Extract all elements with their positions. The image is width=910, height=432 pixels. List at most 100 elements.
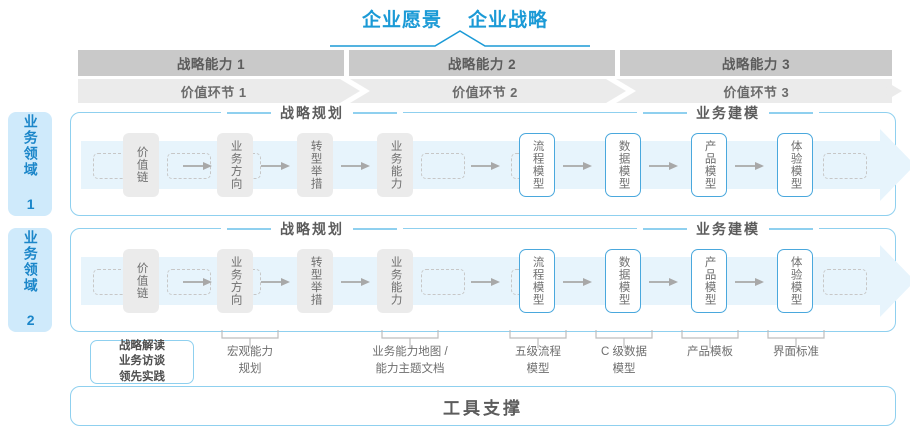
arrow-icon — [261, 162, 290, 170]
side-label-domain-2: 业务领域 2 — [8, 228, 52, 332]
step-label: 转型举措 — [309, 256, 322, 306]
placeholder-chip — [421, 153, 465, 179]
side-label-domain-1: 业务领域 1 — [8, 112, 52, 216]
step-label: 产品模型 — [703, 140, 716, 190]
step-label: 业务方向 — [229, 140, 242, 190]
step-box-business-direction-2: 业务方向 — [217, 249, 253, 313]
value-link-2: 价值环节 2 — [452, 84, 518, 100]
arrow-icon — [471, 162, 500, 170]
value-link-1: 价值环节 1 — [180, 84, 247, 100]
step-box-transformation-measure-2: 转型举措 — [297, 249, 333, 313]
step-box-data-model-2: 数据模型 — [605, 249, 641, 313]
arrow-icon — [735, 162, 764, 170]
step-box-value-chain-1: 价值链 — [123, 133, 159, 197]
tool-label-macro-capability: 宏观能力规划 — [227, 346, 273, 375]
tool-label-capability-map: 业务能力地图 /能力主题文档 — [372, 346, 448, 375]
step-box-data-model-1: 数据模型 — [605, 133, 641, 197]
tool-labels: 宏观能力规划 业务能力地图 /能力主题文档 五级流程模型 C 级数据模型 产品模… — [0, 344, 910, 388]
capability-cell-2: 战略能力 2 — [349, 50, 615, 76]
section-title-business-modeling-1: 业务建模 — [637, 103, 819, 123]
arrow-icon — [183, 278, 212, 286]
section-rule-left-icon — [643, 228, 687, 230]
step-label: 业务方向 — [229, 256, 242, 306]
section-title-business-modeling-2: 业务建模 — [637, 219, 819, 239]
top-titles: 企业愿景 企业战略 — [0, 4, 910, 32]
arrow-icon — [261, 278, 290, 286]
step-box-experience-model-2: 体验模型 — [777, 249, 813, 313]
section-rule-left-icon — [227, 228, 271, 230]
domain-row-1: 战略规划 业务建模 价值链 业务方向 转型举措 业务能力 — [70, 103, 910, 216]
section-title-strategy-planning-1: 战略规划 — [221, 103, 403, 123]
tool-support-title: 工具支撑 — [443, 398, 523, 418]
section-title-text: 战略规划 — [280, 221, 344, 237]
side-label-domain-2-text: 业务领域 2 — [22, 230, 39, 330]
step-box-business-capability-2: 业务能力 — [377, 249, 413, 313]
step-box-process-model-1: 流程模型 — [519, 133, 555, 197]
step-label: 体验模型 — [789, 140, 802, 190]
value-link-3: 价值环节 3 — [723, 84, 790, 100]
step-label: 体验模型 — [789, 256, 802, 306]
value-link-labels: 价值环节 1 价值环节 2 价值环节 3 — [78, 79, 892, 103]
tool-label-c-level-data: C 级数据模型 — [601, 346, 647, 375]
step-label: 产品模型 — [703, 256, 716, 306]
placeholder-chip — [823, 153, 867, 179]
capability-header-row: 战略能力 1 战略能力 2 战略能力 3 — [78, 50, 892, 76]
step-box-value-chain-2: 价值链 — [123, 249, 159, 313]
side-label-domain-1-text: 业务领域 1 — [22, 114, 39, 214]
peak-connector-icon — [330, 30, 590, 47]
step-box-process-model-2: 流程模型 — [519, 249, 555, 313]
capability-cell-3: 战略能力 3 — [620, 50, 892, 76]
section-rule-right-icon — [769, 112, 813, 114]
value-link-strip — [78, 79, 892, 103]
arrow-icon — [649, 278, 678, 286]
section-rule-left-icon — [643, 112, 687, 114]
arrow-icon — [341, 278, 370, 286]
flow-band-arrowhead-2 — [880, 245, 910, 317]
domain-row-2: 战略规划 业务建模 价值链 业务方向 转型举措 业务能力 — [70, 219, 910, 332]
value-link-row: 价值环节 1 价值环节 2 价值环节 3 — [78, 79, 910, 103]
flow-band-body-1 — [81, 141, 881, 189]
placeholder-chip — [421, 269, 465, 295]
step-box-transformation-measure-1: 转型举措 — [297, 133, 333, 197]
section-title-strategy-planning-2: 战略规划 — [221, 219, 403, 239]
capability-cell-1: 战略能力 1 — [78, 50, 344, 76]
step-label: 转型举措 — [309, 140, 322, 190]
step-label: 价值链 — [135, 262, 148, 300]
step-label: 数据模型 — [617, 256, 630, 306]
arrow-icon — [563, 162, 592, 170]
step-label: 价值链 — [135, 146, 148, 184]
step-box-experience-model-1: 体验模型 — [777, 133, 813, 197]
section-rule-left-icon — [227, 112, 271, 114]
step-box-business-direction-1: 业务方向 — [217, 133, 253, 197]
step-box-product-model-2: 产品模型 — [691, 249, 727, 313]
section-rule-right-icon — [769, 228, 813, 230]
section-title-text: 战略规划 — [280, 105, 344, 121]
section-title-text: 业务建模 — [696, 221, 760, 237]
title-enterprise-strategy: 企业战略 — [468, 9, 549, 31]
placeholder-chip — [823, 269, 867, 295]
section-rule-right-icon — [353, 228, 397, 230]
tool-box-strategy-interpretation: 战略解读业务访谈领先实践 — [90, 340, 194, 384]
title-enterprise-vision: 企业愿景 — [361, 9, 442, 31]
step-box-product-model-1: 产品模型 — [691, 133, 727, 197]
arrow-icon — [649, 162, 678, 170]
tool-label-product-template: 产品模板 — [687, 346, 733, 358]
flow-band-2 — [81, 245, 910, 317]
arrow-icon — [735, 278, 764, 286]
arrow-icon — [563, 278, 592, 286]
step-label: 业务能力 — [389, 256, 402, 306]
flow-band-body-2 — [81, 257, 881, 305]
section-rule-right-icon — [353, 112, 397, 114]
step-label: 流程模型 — [531, 140, 544, 190]
arrow-icon — [183, 162, 212, 170]
tool-label-five-level-process: 五级流程模型 — [515, 346, 561, 375]
arrow-icon — [471, 278, 500, 286]
step-label: 业务能力 — [389, 140, 402, 190]
arrow-icon — [341, 162, 370, 170]
tool-label-ui-standard: 界面标准 — [773, 346, 819, 358]
step-label: 数据模型 — [617, 140, 630, 190]
flow-band-1 — [81, 129, 910, 201]
flow-band-arrowhead-1 — [880, 129, 910, 201]
step-label: 流程模型 — [531, 256, 544, 306]
